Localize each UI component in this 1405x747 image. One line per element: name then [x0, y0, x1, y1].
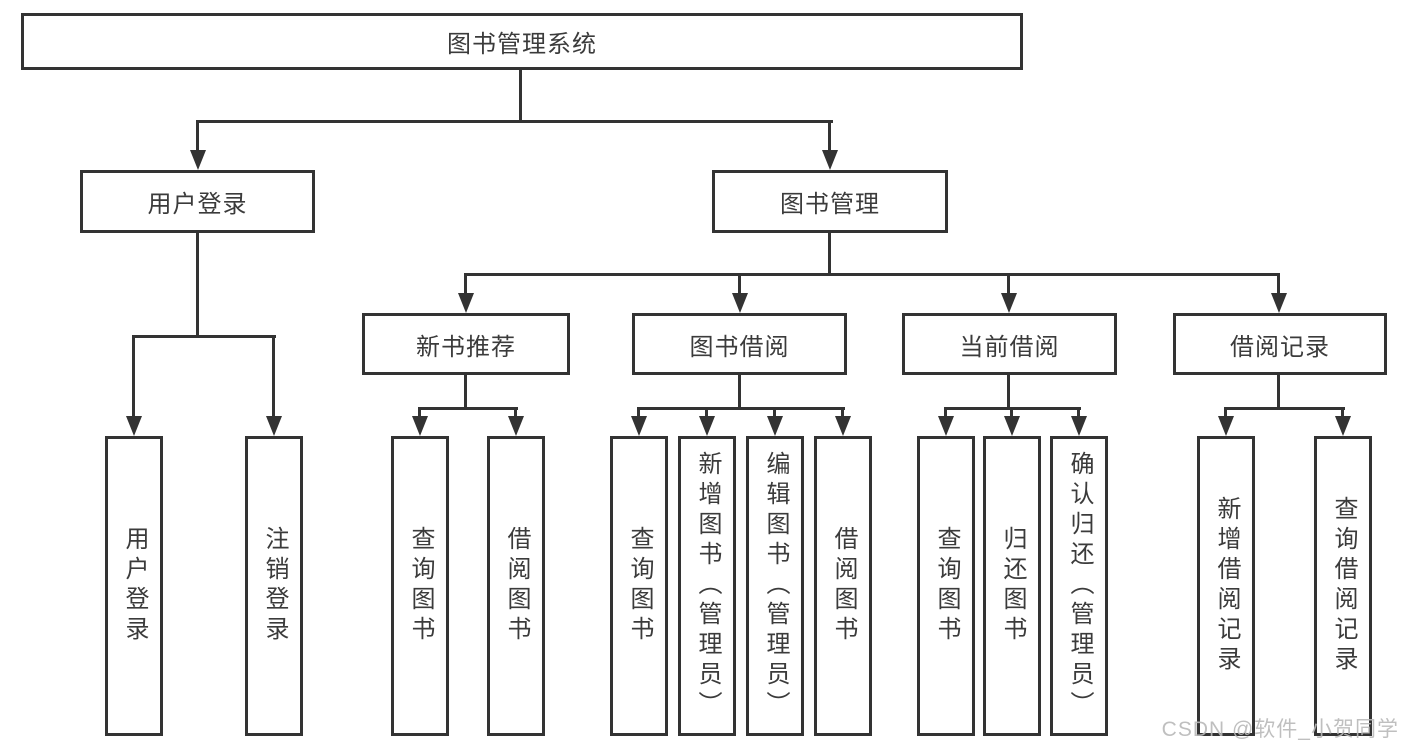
connector-user-login-stub — [196, 233, 199, 335]
leaf-borrow-query-label: 查询图书 — [626, 526, 653, 646]
arrowhead-leaf — [767, 416, 783, 436]
connector-book-borrow-stub — [738, 375, 741, 407]
node-user-login-label: 用户登录 — [147, 191, 248, 218]
node-root: 图书管理系统 — [21, 13, 1023, 70]
connector-drop-leaf-user-login — [132, 335, 135, 416]
connector-borrow-record-stub — [1277, 375, 1280, 407]
arrowhead-leaf — [835, 416, 851, 436]
leaf-logout-label: 注销登录 — [261, 526, 288, 646]
leaf-record-add-label: 新增借阅记录 — [1213, 496, 1240, 676]
connector-drop-leaf — [514, 407, 517, 418]
leaf-user-login-label: 用户登录 — [121, 526, 148, 646]
node-book-mgmt-label: 图书管理 — [780, 191, 880, 218]
node-root-label: 图书管理系统 — [447, 31, 597, 58]
arrowhead-leaf — [412, 416, 428, 436]
arrowhead-leaf-user-login — [126, 416, 142, 436]
leaf-current-confirm: 确认归还（管理员） — [1050, 436, 1108, 736]
leaf-current-query: 查询图书 — [917, 436, 975, 736]
arrowhead-leaf — [508, 416, 524, 436]
arrowhead-borrow-record — [1271, 293, 1287, 313]
arrowhead-book-borrow — [732, 293, 748, 313]
arrowhead-leaf — [1218, 416, 1234, 436]
connector-root-stub — [519, 70, 522, 120]
leaf-record-query-label: 查询借阅记录 — [1330, 496, 1357, 676]
leaf-newbook-borrow: 借阅图书 — [487, 436, 545, 736]
node-user-login: 用户登录 — [80, 170, 315, 233]
connector-drop-leaf — [944, 407, 947, 418]
leaf-newbook-query-label: 查询图书 — [407, 526, 434, 646]
connector-current-borrow-stub — [1007, 375, 1010, 407]
arrowhead-leaf-logout — [266, 416, 282, 436]
connector-level2-hline — [196, 120, 833, 123]
connector-drop-book-mgmt — [828, 120, 831, 152]
leaf-current-return-label: 归还图书 — [999, 526, 1026, 646]
node-new-book: 新书推荐 — [362, 313, 570, 375]
leaf-borrow-borrow: 借阅图书 — [814, 436, 872, 736]
node-borrow-record-label: 借阅记录 — [1230, 333, 1330, 361]
leaf-record-query: 查询借阅记录 — [1314, 436, 1372, 736]
connector-drop-leaf — [418, 407, 421, 418]
arrowhead-leaf — [1335, 416, 1351, 436]
connector-drop-leaf — [773, 407, 776, 418]
connector-new-book-stub — [464, 375, 467, 407]
arrowhead-user-login — [190, 150, 206, 170]
node-book-borrow-label: 图书借阅 — [689, 333, 790, 361]
connector-drop-leaf — [705, 407, 708, 418]
connector-new-book-hline — [418, 407, 518, 410]
node-current-borrow-label: 当前借阅 — [959, 333, 1060, 361]
leaf-logout: 注销登录 — [245, 436, 303, 736]
node-book-mgmt: 图书管理 — [712, 170, 948, 233]
leaf-current-query-label: 查询图书 — [933, 526, 960, 646]
leaf-record-add: 新增借阅记录 — [1197, 436, 1255, 736]
arrowhead-leaf — [631, 416, 647, 436]
connector-drop-leaf — [1077, 407, 1080, 418]
leaf-newbook-query: 查询图书 — [391, 436, 449, 736]
connector-book-borrow-hline — [637, 407, 845, 410]
node-book-borrow: 图书借阅 — [632, 313, 847, 375]
node-new-book-label: 新书推荐 — [416, 333, 516, 361]
connector-drop-current-borrow — [1007, 273, 1010, 293]
leaf-borrow-query: 查询图书 — [610, 436, 668, 736]
node-borrow-record: 借阅记录 — [1173, 313, 1387, 375]
leaf-newbook-borrow-label: 借阅图书 — [503, 526, 530, 646]
connector-drop-leaf — [1010, 407, 1013, 418]
leaf-current-confirm-label: 确认归还（管理员） — [1066, 451, 1093, 721]
connector-user-login-hline — [132, 335, 276, 338]
leaf-borrow-edit-label: 编辑图书（管理员） — [762, 451, 789, 721]
connector-book-mgmt-stub — [828, 233, 831, 273]
connector-drop-user-login — [196, 120, 199, 152]
arrowhead-book-mgmt — [822, 150, 838, 170]
arrowhead-new-book — [458, 293, 474, 313]
arrowhead-leaf — [699, 416, 715, 436]
connector-drop-leaf — [841, 407, 844, 418]
connector-drop-leaf — [637, 407, 640, 418]
csdn-watermark: CSDN @软件_小贺同学 — [1161, 718, 1399, 741]
connector-drop-new-book — [464, 273, 467, 293]
connector-drop-borrow-record — [1277, 273, 1280, 293]
leaf-borrow-edit: 编辑图书（管理员） — [746, 436, 804, 736]
connector-drop-leaf-logout — [272, 335, 275, 416]
leaf-current-return: 归还图书 — [983, 436, 1041, 736]
leaf-borrow-add: 新增图书（管理员） — [678, 436, 736, 736]
arrowhead-leaf — [938, 416, 954, 436]
node-current-borrow: 当前借阅 — [902, 313, 1117, 375]
connector-drop-leaf — [1224, 407, 1227, 418]
leaf-borrow-add-label: 新增图书（管理员） — [694, 451, 721, 721]
connector-drop-book-borrow — [738, 273, 741, 293]
leaf-user-login: 用户登录 — [105, 436, 163, 736]
leaf-borrow-borrow-label: 借阅图书 — [830, 526, 857, 646]
connector-borrow-record-hline — [1224, 407, 1345, 410]
arrowhead-leaf — [1071, 416, 1087, 436]
arrowhead-leaf — [1004, 416, 1020, 436]
connector-drop-leaf — [1341, 407, 1344, 418]
connector-level3-hline — [464, 273, 1280, 276]
arrowhead-current-borrow — [1001, 293, 1017, 313]
